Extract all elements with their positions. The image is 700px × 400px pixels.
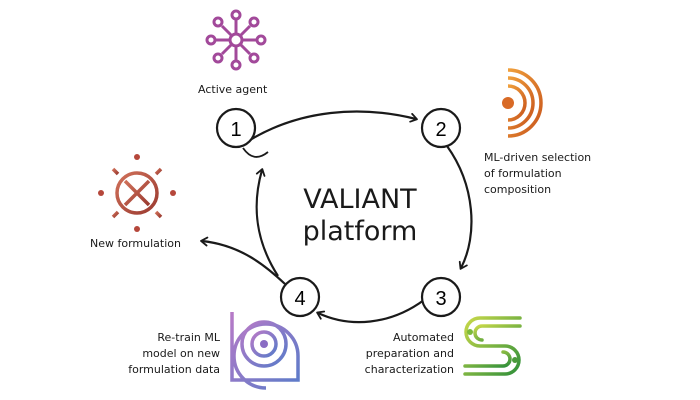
step-2-label: ML-driven selection of formulation compo… [484,150,591,198]
arrow-4-to-1 [255,168,279,277]
platform-title: VALIANT platform [290,184,430,248]
arrow-1-to-2 [249,110,418,141]
molecule-network-icon [205,9,267,71]
step-2-label-line: ML-driven selection [484,151,592,164]
step-1-node: 1 [215,107,257,149]
arrow-4-to-output [200,236,286,285]
step-4-label-line: formulation data [128,363,220,376]
step-4-label: Re-train ML model on new formulation dat… [126,330,220,378]
platform-title-line2: platform [302,216,418,247]
step-3-label-line: preparation and [365,347,454,360]
arrow-2-to-3 [446,145,473,270]
step-1-number: 1 [230,119,241,141]
step-2-number: 2 [435,119,446,141]
arrow-3-to-4 [316,299,425,324]
spiral-square-icon [230,312,300,390]
step-4-node: 4 [279,276,321,318]
virus-nanoparticle-icon [98,154,176,232]
target-radar-icon [480,66,548,140]
step-3-label: Automated preparation and characterizati… [362,330,454,378]
output-label: New formulation [90,237,181,250]
step-2-label-line: composition [484,183,552,196]
step-4-number: 4 [294,288,305,310]
platform-title-line1: VALIANT [303,184,417,215]
arrow-1-connector [242,147,269,158]
step-3-label-line: Automated [392,331,454,344]
step-4-label-line: Re-train ML [157,331,220,344]
step-3-node: 3 [420,276,462,318]
step-2-node: 2 [420,107,462,149]
step-3-number: 3 [435,288,446,310]
s-circuit-icon [463,316,522,376]
step-4-label-line: model on new [142,347,220,360]
step-2-label-line: of formulation [484,167,562,180]
step-1-label: Active agent [198,83,268,96]
step-3-label-line: characterization [364,363,454,376]
